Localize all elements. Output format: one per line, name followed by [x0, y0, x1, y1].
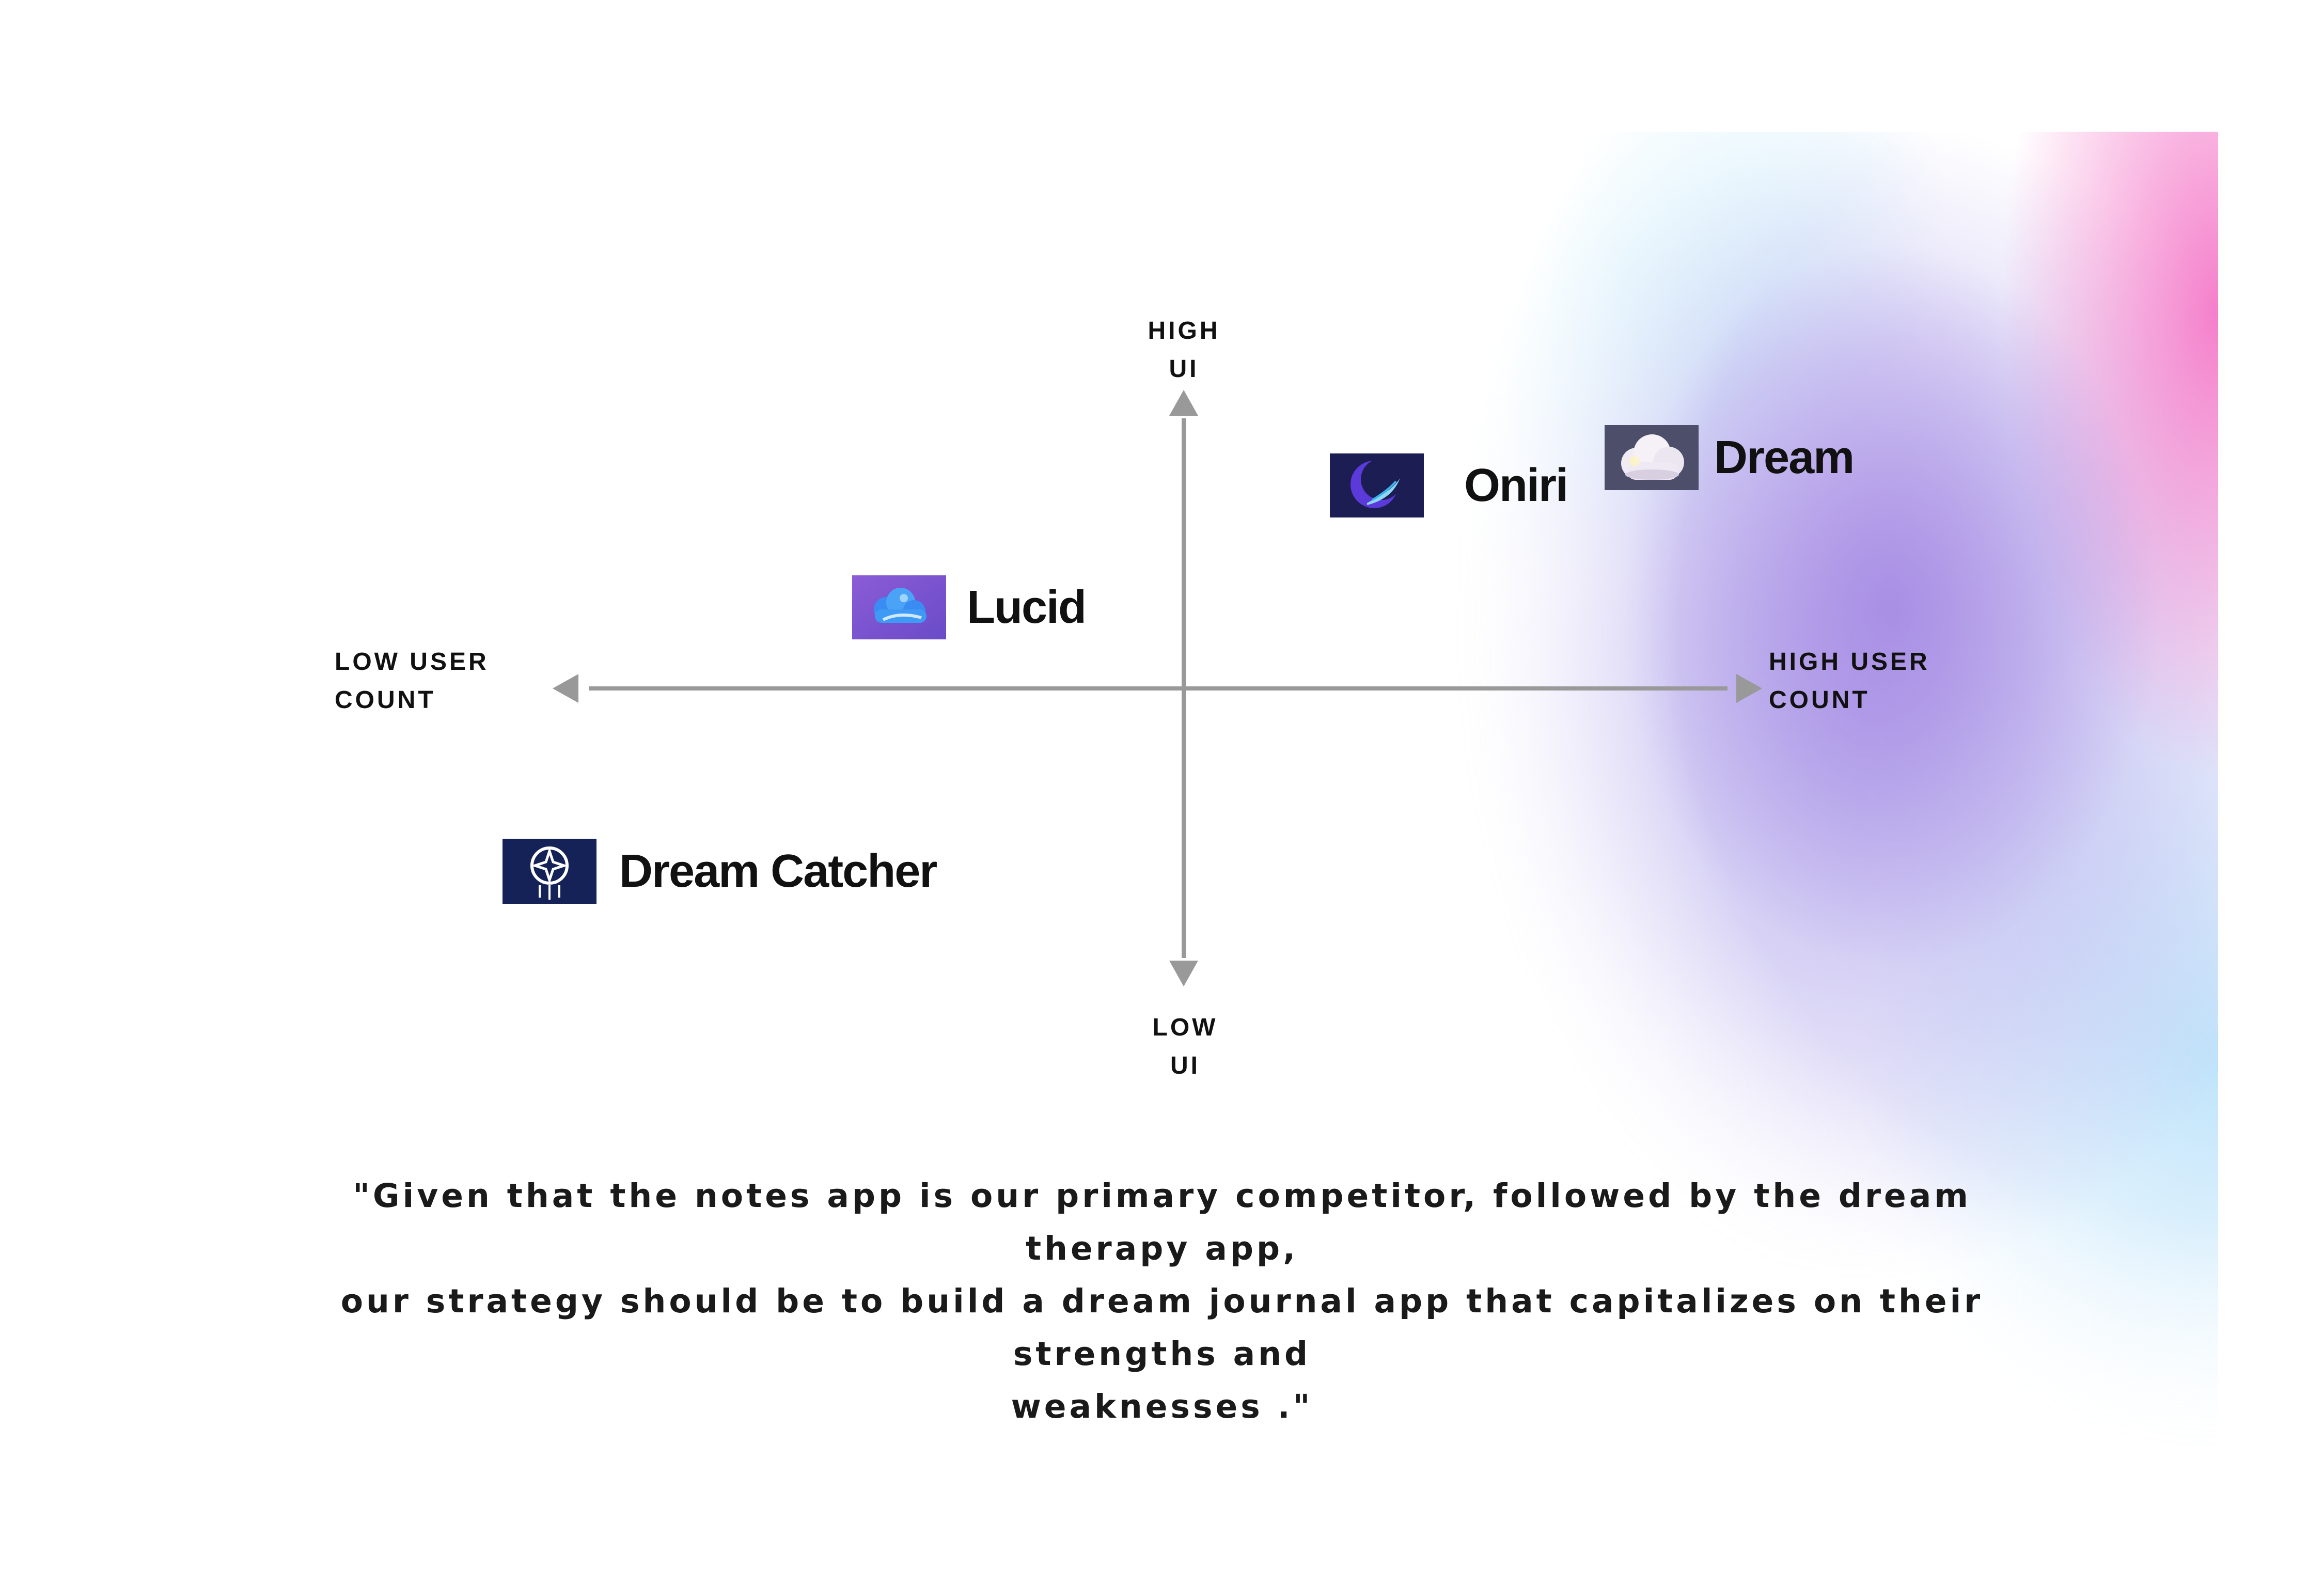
strategy-quote: "Given that the notes app is our primary…: [289, 1170, 2035, 1433]
gradient-backdrop: [1095, 132, 2218, 1446]
quote-line-3: weaknesses .": [1011, 1388, 1313, 1425]
app-name-dream: Dream: [1714, 431, 1855, 483]
quote-line-2: our strategy should be to build a dream …: [340, 1282, 1984, 1373]
dream-cloud-icon: [1605, 425, 1699, 490]
app-name-lucid: Lucid: [967, 581, 1087, 633]
app-dream-catcher: Dream Catcher: [503, 839, 937, 904]
right-arrow-icon: [1736, 674, 1762, 703]
app-name-oniri: Oniri: [1464, 459, 1568, 511]
down-arrow-icon: [1169, 961, 1198, 986]
app-lucid: Lucid: [852, 575, 1087, 639]
up-arrow-icon: [1169, 390, 1198, 416]
app-name-dream-catcher: Dream Catcher: [619, 845, 937, 897]
oniri-moon-feather-icon: [1330, 453, 1424, 517]
lucid-cloud-icon: [852, 575, 946, 639]
app-oniri: Oniri: [1330, 453, 1568, 517]
left-arrow-icon: [553, 674, 578, 703]
app-dream: Dream: [1605, 425, 1855, 490]
quote-line-1: "Given that the notes app is our primary…: [353, 1177, 1971, 1267]
dreamcatcher-icon: [503, 839, 596, 904]
